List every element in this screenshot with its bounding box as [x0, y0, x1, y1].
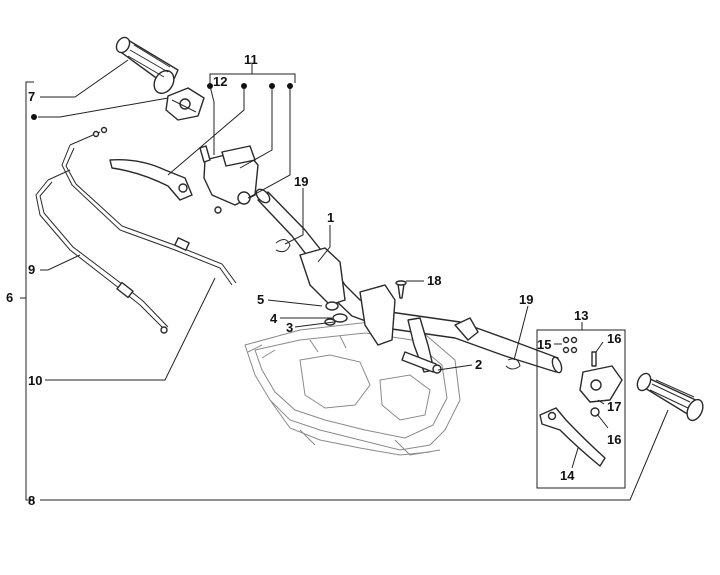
throttle-cable	[61, 126, 237, 286]
callout-17: 17	[607, 399, 621, 414]
leader-lines	[20, 59, 669, 501]
callout-16-lower: 16	[607, 432, 621, 447]
handlebar	[255, 188, 563, 374]
callout-3: 3	[286, 320, 293, 335]
callout-2: 2	[475, 357, 482, 372]
callout-6: 6	[6, 290, 13, 305]
callout-9: 9	[28, 262, 35, 277]
callout-5: 5	[257, 292, 264, 307]
callout-11: 11	[244, 52, 258, 67]
throttle-housing	[165, 87, 205, 121]
leader-dots	[31, 83, 293, 120]
callout-16-top: 16	[607, 331, 621, 346]
brake-cable	[35, 169, 169, 334]
left-master-cylinder	[199, 145, 259, 214]
hardware	[275, 239, 521, 374]
callout-14: 14	[560, 468, 575, 483]
callout-18: 18	[427, 273, 441, 288]
callouts: 1 2 3 4 5 6 7 8 9 10 11 12 13 14 15 16 1…	[6, 52, 621, 508]
right-control-group-box	[536, 329, 626, 489]
right-grip	[636, 372, 704, 422]
right-brake-lever	[539, 407, 606, 467]
callout-1: 1	[327, 210, 334, 225]
callout-7: 7	[28, 89, 35, 104]
callout-19-left: 19	[294, 174, 308, 189]
callout-8: 8	[28, 493, 35, 508]
left-brake-lever	[109, 159, 193, 201]
callout-12: 12	[213, 74, 227, 89]
left-grip	[115, 36, 179, 95]
callout-19-right: 19	[519, 292, 533, 307]
callout-15: 15	[537, 337, 551, 352]
callout-4: 4	[270, 311, 278, 326]
callout-10: 10	[28, 373, 42, 388]
callout-13: 13	[574, 308, 588, 323]
